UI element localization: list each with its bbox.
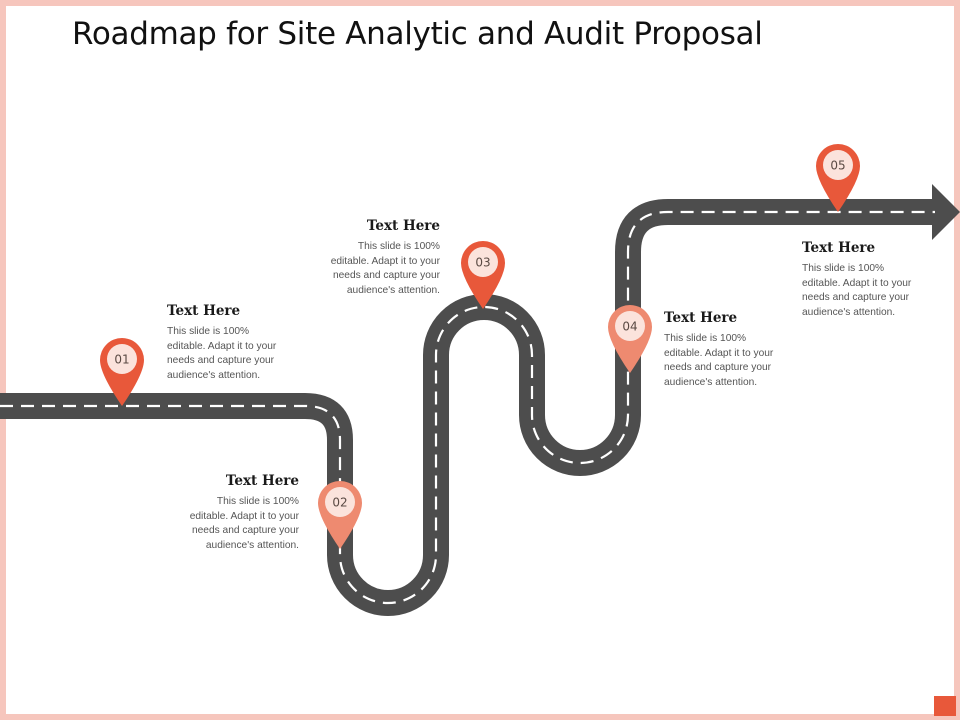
step-05-description: This slide is 100% editable. Adapt it to… [802, 263, 912, 318]
step-01-description: This slide is 100% editable. Adapt it to… [167, 326, 277, 381]
step-01-text: Text Here This slide is 100% editable. A… [167, 303, 302, 383]
step-04-heading: Text Here [664, 310, 738, 326]
corner-accent-square [934, 696, 956, 716]
road-center-dashes [0, 210, 935, 605]
step-02-heading: Text Here [225, 473, 299, 489]
pin-02: 02 [318, 481, 362, 549]
pin-01: 01 [100, 338, 144, 406]
pin-02-label: 02 [332, 496, 347, 510]
pin-05: 05 [816, 144, 860, 212]
step-02-description: This slide is 100% editable. Adapt it to… [189, 496, 299, 551]
pin-04: 04 [608, 305, 652, 373]
step-01-heading: Text Here [167, 303, 241, 319]
pin-03: 03 [461, 241, 505, 309]
pin-05-label: 05 [830, 159, 845, 173]
step-04-description: This slide is 100% editable. Adapt it to… [664, 333, 774, 388]
step-05-text: Text Here This slide is 100% editable. A… [802, 240, 937, 320]
pin-03-label: 03 [475, 256, 490, 270]
road-arrowhead [932, 184, 960, 240]
step-05-heading: Text Here [802, 240, 876, 256]
step-02-text: Text Here This slide is 100% editable. A… [164, 473, 299, 553]
slide-title: Roadmap for Site Analytic and Audit Prop… [72, 16, 763, 52]
pin-01-label: 01 [114, 353, 129, 367]
step-03-heading: Text Here [366, 218, 440, 234]
step-04-text: Text Here This slide is 100% editable. A… [664, 310, 799, 390]
step-03-description: This slide is 100% editable. Adapt it to… [330, 241, 440, 296]
slide-canvas [6, 6, 954, 714]
step-03-text: Text Here This slide is 100% editable. A… [305, 218, 440, 298]
pin-04-label: 04 [622, 320, 637, 334]
